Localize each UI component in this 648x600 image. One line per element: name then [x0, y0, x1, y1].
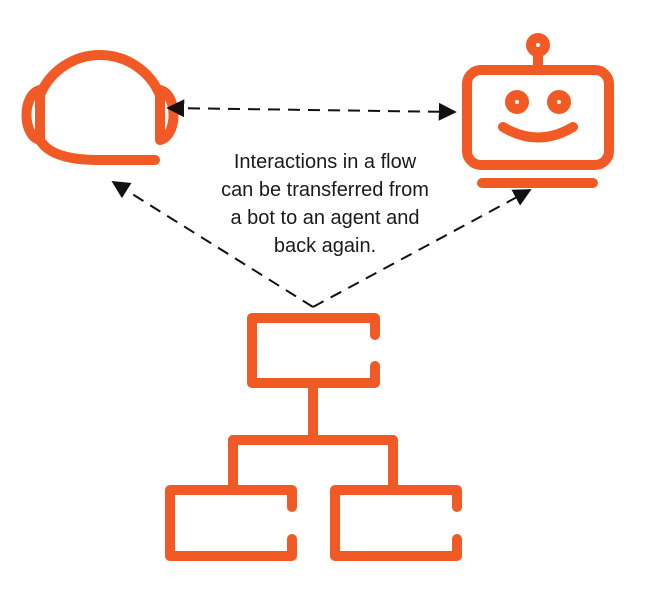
caption-line: Interactions in a flow	[233, 151, 417, 173]
caption-line: a bot to an agent and	[230, 207, 420, 229]
robot-bot-icon	[462, 33, 614, 188]
flow-to-bot-arrow	[312, 189, 532, 308]
caption-line: back again.	[273, 235, 377, 257]
diagram-caption: Interactions in a flow can be transferre…	[175, 148, 475, 260]
agent-bot-arrow	[166, 99, 457, 121]
caption-line: can be transferred from	[221, 179, 429, 201]
headset-agent-icon	[21, 50, 179, 165]
flowchart-hierarchy-icon	[165, 313, 462, 561]
